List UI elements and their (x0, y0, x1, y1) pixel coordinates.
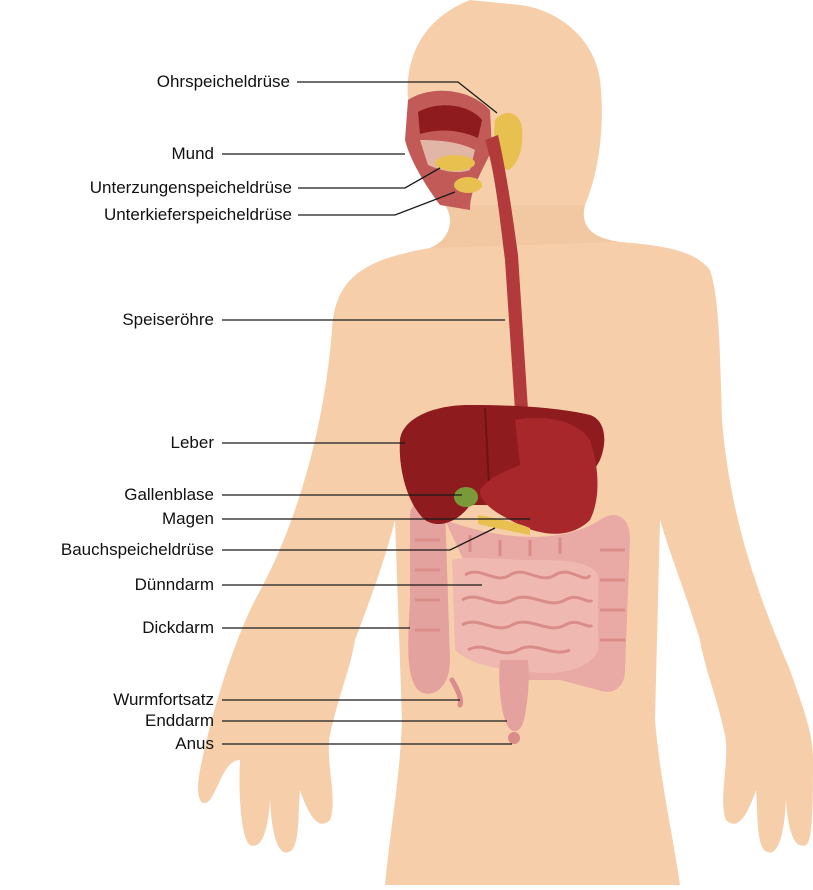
label-unterkieferspeicheldruese: Unterkieferspeicheldrüse (0, 205, 292, 225)
label-enddarm: Enddarm (20, 711, 214, 731)
label-bauchspeicheldruese: Bauchspeicheldrüse (0, 540, 214, 560)
leader-unterkieferspeicheldruese (298, 192, 455, 215)
small-intestine (452, 558, 598, 673)
label-speiseroehre: Speiseröhre (40, 310, 214, 330)
label-dickdarm: Dickdarm (20, 618, 214, 638)
label-mund: Mund (80, 144, 214, 164)
label-unterzungenspeicheldruese: Unterzungenspeicheldrüse (0, 178, 292, 198)
label-ohrspeicheldruese: Ohrspeicheldrüse (80, 72, 290, 92)
label-anus: Anus (20, 734, 214, 754)
gallbladder (454, 487, 478, 507)
label-magen: Magen (20, 509, 214, 529)
submandibular-gland (454, 177, 482, 193)
label-duenndarm: Dünndarm (20, 575, 214, 595)
anus (508, 732, 520, 744)
label-leber: Leber (40, 433, 214, 453)
sublingual-gland (435, 155, 475, 171)
label-gallenblase: Gallenblase (20, 485, 214, 505)
label-wurmfortsatz: Wurmfortsatz (20, 690, 214, 710)
